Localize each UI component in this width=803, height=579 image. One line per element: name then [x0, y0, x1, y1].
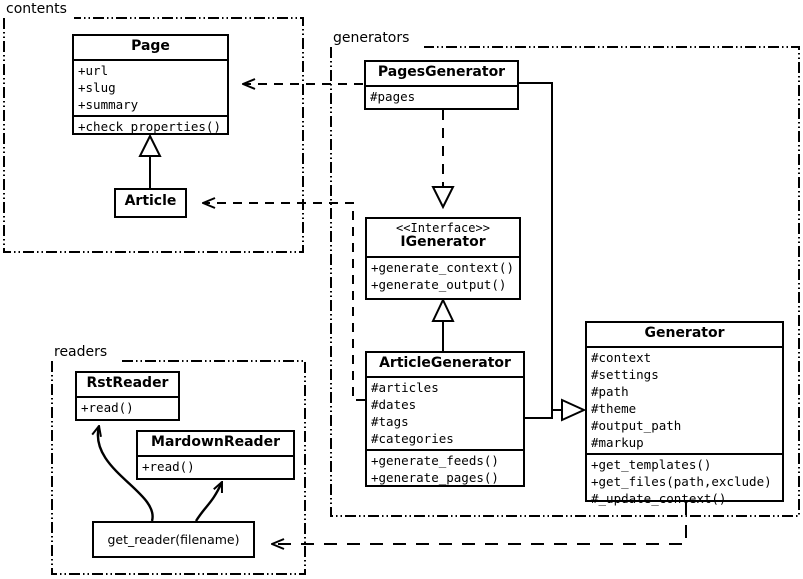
class-page-attributes: +url +slug +summary [74, 58, 227, 115]
package-border-readers [51, 360, 306, 575]
class-page-methods: +check_properties() [74, 114, 227, 137]
class-rstreader-methods: +read() [77, 395, 178, 418]
attribute: #path [591, 383, 629, 399]
package-label-generators: generators [331, 30, 412, 46]
class-pagesgenerator-title: PagesGenerator [377, 64, 506, 80]
relation-articlegenerator-depends-article [203, 203, 365, 401]
class-article-title: Article [124, 193, 177, 209]
method: +check_properties() [78, 118, 221, 134]
class-igenerator-stereotype: <<Interface>> [396, 221, 490, 235]
attribute: +url [78, 62, 109, 78]
class-mardownreader-methods: +read() [138, 454, 293, 477]
class-articlegenerator-title: ArticleGenerator [379, 355, 511, 371]
package-label-contents: contents [4, 1, 69, 17]
method: #_update_context() [591, 490, 727, 506]
class-pagesgenerator-attributes: #pages [366, 84, 517, 107]
class-mardownreader-title: MardownReader [151, 434, 280, 450]
class-page[interactable]: Page +url +slug +summary +check_properti… [72, 34, 229, 135]
attribute: #tags [371, 413, 409, 429]
attribute: #markup [591, 434, 644, 450]
class-generator[interactable]: Generator #context #settings #path #them… [585, 321, 784, 506]
class-rstreader[interactable]: RstReader +read() [75, 371, 180, 421]
class-igenerator-methods: +generate_context() +generate_output() [367, 255, 519, 295]
relation-article-generalizes-page [138, 133, 162, 189]
attribute: #categories [371, 430, 454, 446]
function-get-reader[interactable]: get_reader(filename) [92, 521, 255, 558]
attribute: #context [591, 349, 652, 365]
class-generator-methods: +get_templates() +get_files(path,exclude… [587, 452, 782, 509]
relation-getreader-creates-mardownreader [194, 482, 224, 522]
class-articlegenerator[interactable]: ArticleGenerator #articles #dates #tags … [365, 351, 525, 487]
method: +get_templates() [591, 456, 712, 472]
method: +generate_pages() [371, 469, 499, 485]
attribute: #articles [371, 379, 439, 395]
relation-getreader-creates-rstreader [98, 426, 154, 522]
class-pagesgenerator[interactable]: PagesGenerator #pages [364, 60, 519, 110]
attribute: #pages [370, 88, 416, 104]
method: +generate_feeds() [371, 452, 499, 468]
attribute: #output_path [591, 417, 682, 433]
class-articlegenerator-attributes: #articles #dates #tags #categories [367, 375, 523, 449]
class-generator-attributes: #context #settings #path #theme #output_… [587, 345, 782, 453]
method: +read() [142, 458, 195, 474]
attribute: #dates [371, 396, 417, 412]
attribute: #theme [591, 400, 637, 416]
relation-articlegenerator-implements-igenerator [431, 297, 455, 352]
function-get-reader-label: get_reader(filename) [107, 532, 240, 547]
method: +generate_context() [371, 259, 514, 275]
attribute: +slug [78, 79, 116, 95]
relation-articlegenerator-generalizes-generator [525, 398, 587, 422]
package-border-contents [3, 17, 304, 253]
relation-pagesgenerator-generalizes-generator [519, 82, 562, 411]
class-articlegenerator-methods: +generate_feeds() +generate_pages() [367, 448, 523, 488]
relation-pagesgenerator-realizes-igenerator [431, 110, 455, 210]
class-igenerator-title: IGenerator [400, 234, 486, 251]
class-generator-title: Generator [644, 325, 725, 341]
method: +generate_output() [371, 276, 507, 292]
attribute: #settings [591, 366, 659, 382]
method: +read() [81, 399, 134, 415]
package-label-readers: readers [52, 344, 110, 360]
class-rstreader-title: RstReader [86, 375, 169, 391]
attribute: +summary [78, 96, 139, 112]
class-mardownreader[interactable]: MardownReader +read() [136, 430, 295, 480]
class-article[interactable]: Article [114, 188, 187, 218]
class-page-title: Page [131, 38, 170, 54]
method: +get_files(path,exclude) [591, 473, 772, 489]
class-igenerator[interactable]: <<Interface>> IGenerator +generate_conte… [365, 217, 521, 300]
